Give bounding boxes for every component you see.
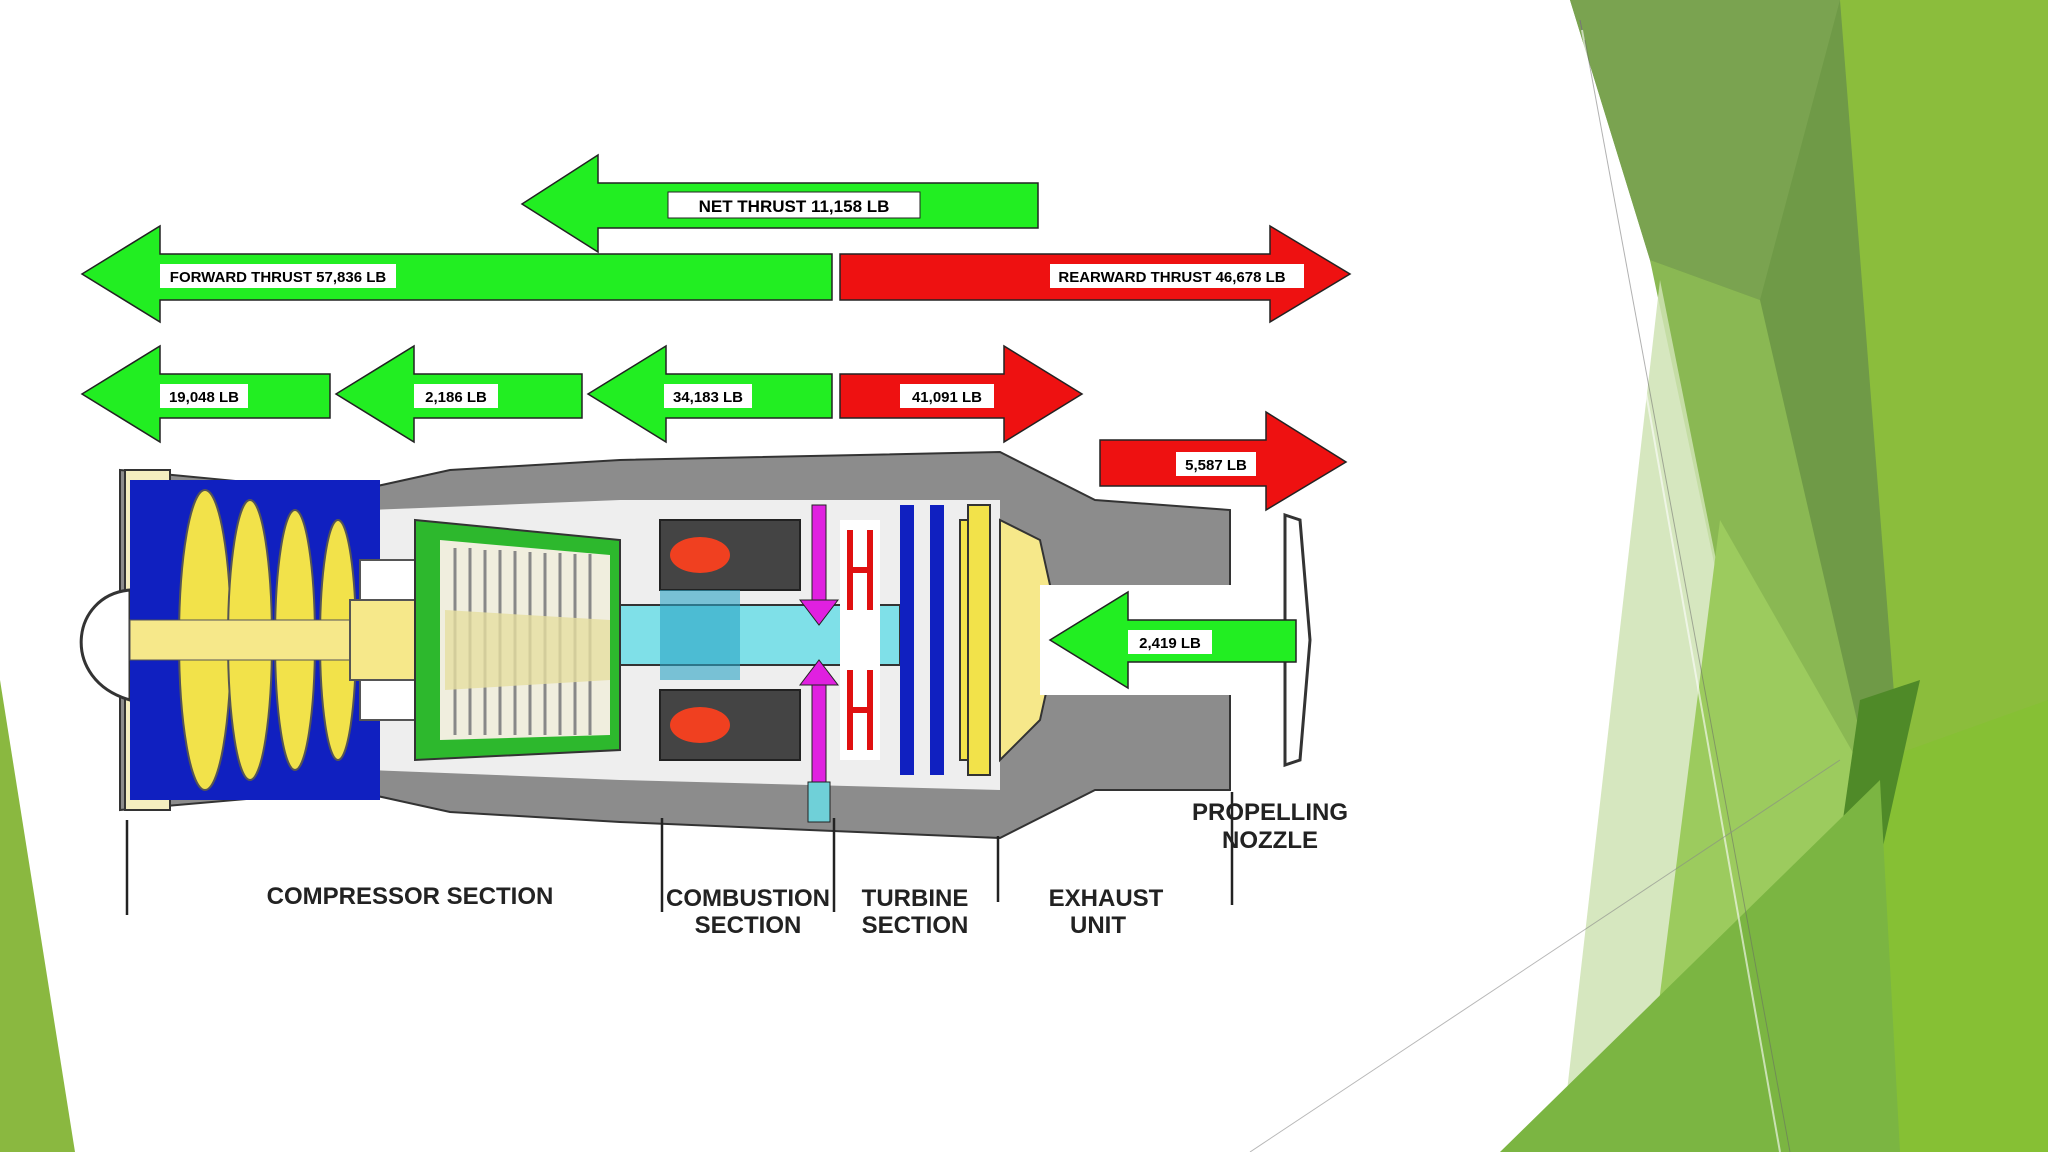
forward-thrust-label: FORWARD THRUST 57,836 LB bbox=[170, 269, 387, 286]
forward-thrust-arrow bbox=[80, 224, 833, 324]
arrow-34183-label: 34,183 LB bbox=[673, 389, 743, 406]
combustion-section-label-2: SECTION bbox=[695, 912, 802, 939]
arrow-2186-label: 2,186 LB bbox=[425, 389, 487, 406]
compressor-section-label: COMPRESSOR SECTION bbox=[267, 883, 554, 910]
engine-cutaway bbox=[79, 450, 1312, 840]
propelling-nozzle-label-2: NOZZLE bbox=[1222, 827, 1318, 854]
propelling-nozzle-label-1: PROPELLING bbox=[1192, 799, 1348, 826]
combustion-section-label-1: COMBUSTION bbox=[666, 885, 830, 912]
arrow-19048-label: 19,048 LB bbox=[169, 389, 239, 406]
arrow-41091-label: 41,091 LB bbox=[912, 389, 982, 406]
lp-compressor bbox=[129, 480, 391, 800]
exhaust-unit-label-2: UNIT bbox=[1070, 912, 1126, 939]
net-thrust-label: NET THRUST 11,158 LB bbox=[699, 197, 890, 216]
hp-compressor bbox=[414, 518, 621, 762]
section-dividers bbox=[125, 792, 1234, 915]
thrust-arrows: NET THRUST 11,158 LB FORWARD THRUST 57,8… bbox=[80, 153, 1352, 690]
exhaust-unit-label-1: EXHAUST bbox=[1049, 885, 1164, 912]
turbine-section-label-1: TURBINE bbox=[862, 885, 969, 912]
nose-spinner bbox=[79, 588, 132, 702]
arrow-2419-label: 2,419 LB bbox=[1139, 635, 1201, 652]
turbine-section-label-2: SECTION bbox=[862, 912, 969, 939]
combustion-chambers bbox=[659, 519, 801, 761]
arrow-5587-label: 5,587 LB bbox=[1185, 457, 1247, 474]
combustor-inlet bbox=[798, 504, 840, 823]
propelling-nozzle bbox=[1283, 512, 1312, 768]
section-labels: COMPRESSOR SECTION COMBUSTION SECTION TU… bbox=[267, 799, 1348, 939]
rearward-thrust-label: REARWARD THRUST 46,678 LB bbox=[1058, 269, 1285, 286]
turbine bbox=[840, 504, 991, 776]
